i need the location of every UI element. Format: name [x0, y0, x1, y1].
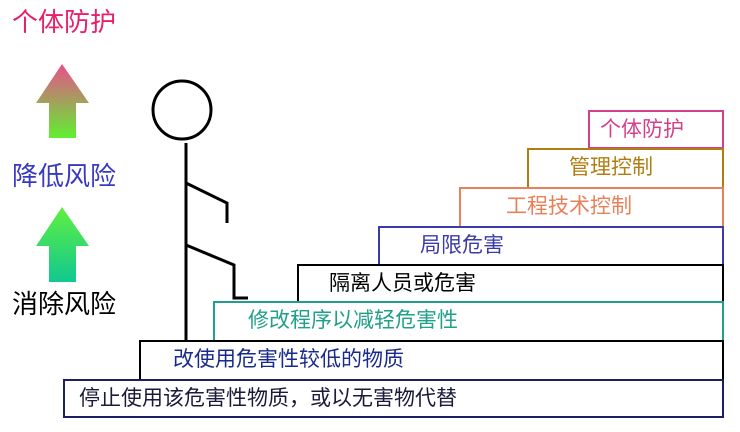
step-label: 管理控制 — [569, 155, 653, 179]
step-modify-procedure: 修改程序以减轻危害性 — [213, 301, 724, 342]
step-label: 停止使用该危害性物质，或以无害物代替 — [79, 386, 457, 410]
arrow-up-icon-bottom — [36, 207, 89, 282]
step-label: 修改程序以减轻危害性 — [248, 308, 458, 332]
step-isolate: 隔离人员或危害 — [297, 264, 724, 303]
step-label: 个体防护 — [600, 117, 684, 141]
step-label: 局限危害 — [420, 233, 504, 257]
step-label: 工程技术控制 — [506, 194, 632, 218]
step-label: 改使用危害性较低的物质 — [173, 347, 404, 371]
step-engineering-control: 工程技术控制 — [459, 187, 724, 228]
stick-figure — [151, 79, 248, 342]
label-personal-protection: 个体防护 — [12, 8, 117, 38]
arrow-up-icon-top — [36, 64, 89, 138]
step-label: 隔离人员或危害 — [329, 271, 476, 295]
step-contain: 局限危害 — [378, 226, 724, 266]
step-substitute: 改使用危害性较低的物质 — [139, 340, 724, 381]
label-eliminate-risk: 消除风险 — [12, 290, 117, 320]
step-ppe: 个体防护 — [588, 110, 724, 149]
step-admin-control: 管理控制 — [527, 148, 724, 189]
label-reduce-risk: 降低风险 — [12, 162, 117, 192]
step-stop-using: 停止使用该危害性物质，或以无害物代替 — [63, 379, 724, 418]
